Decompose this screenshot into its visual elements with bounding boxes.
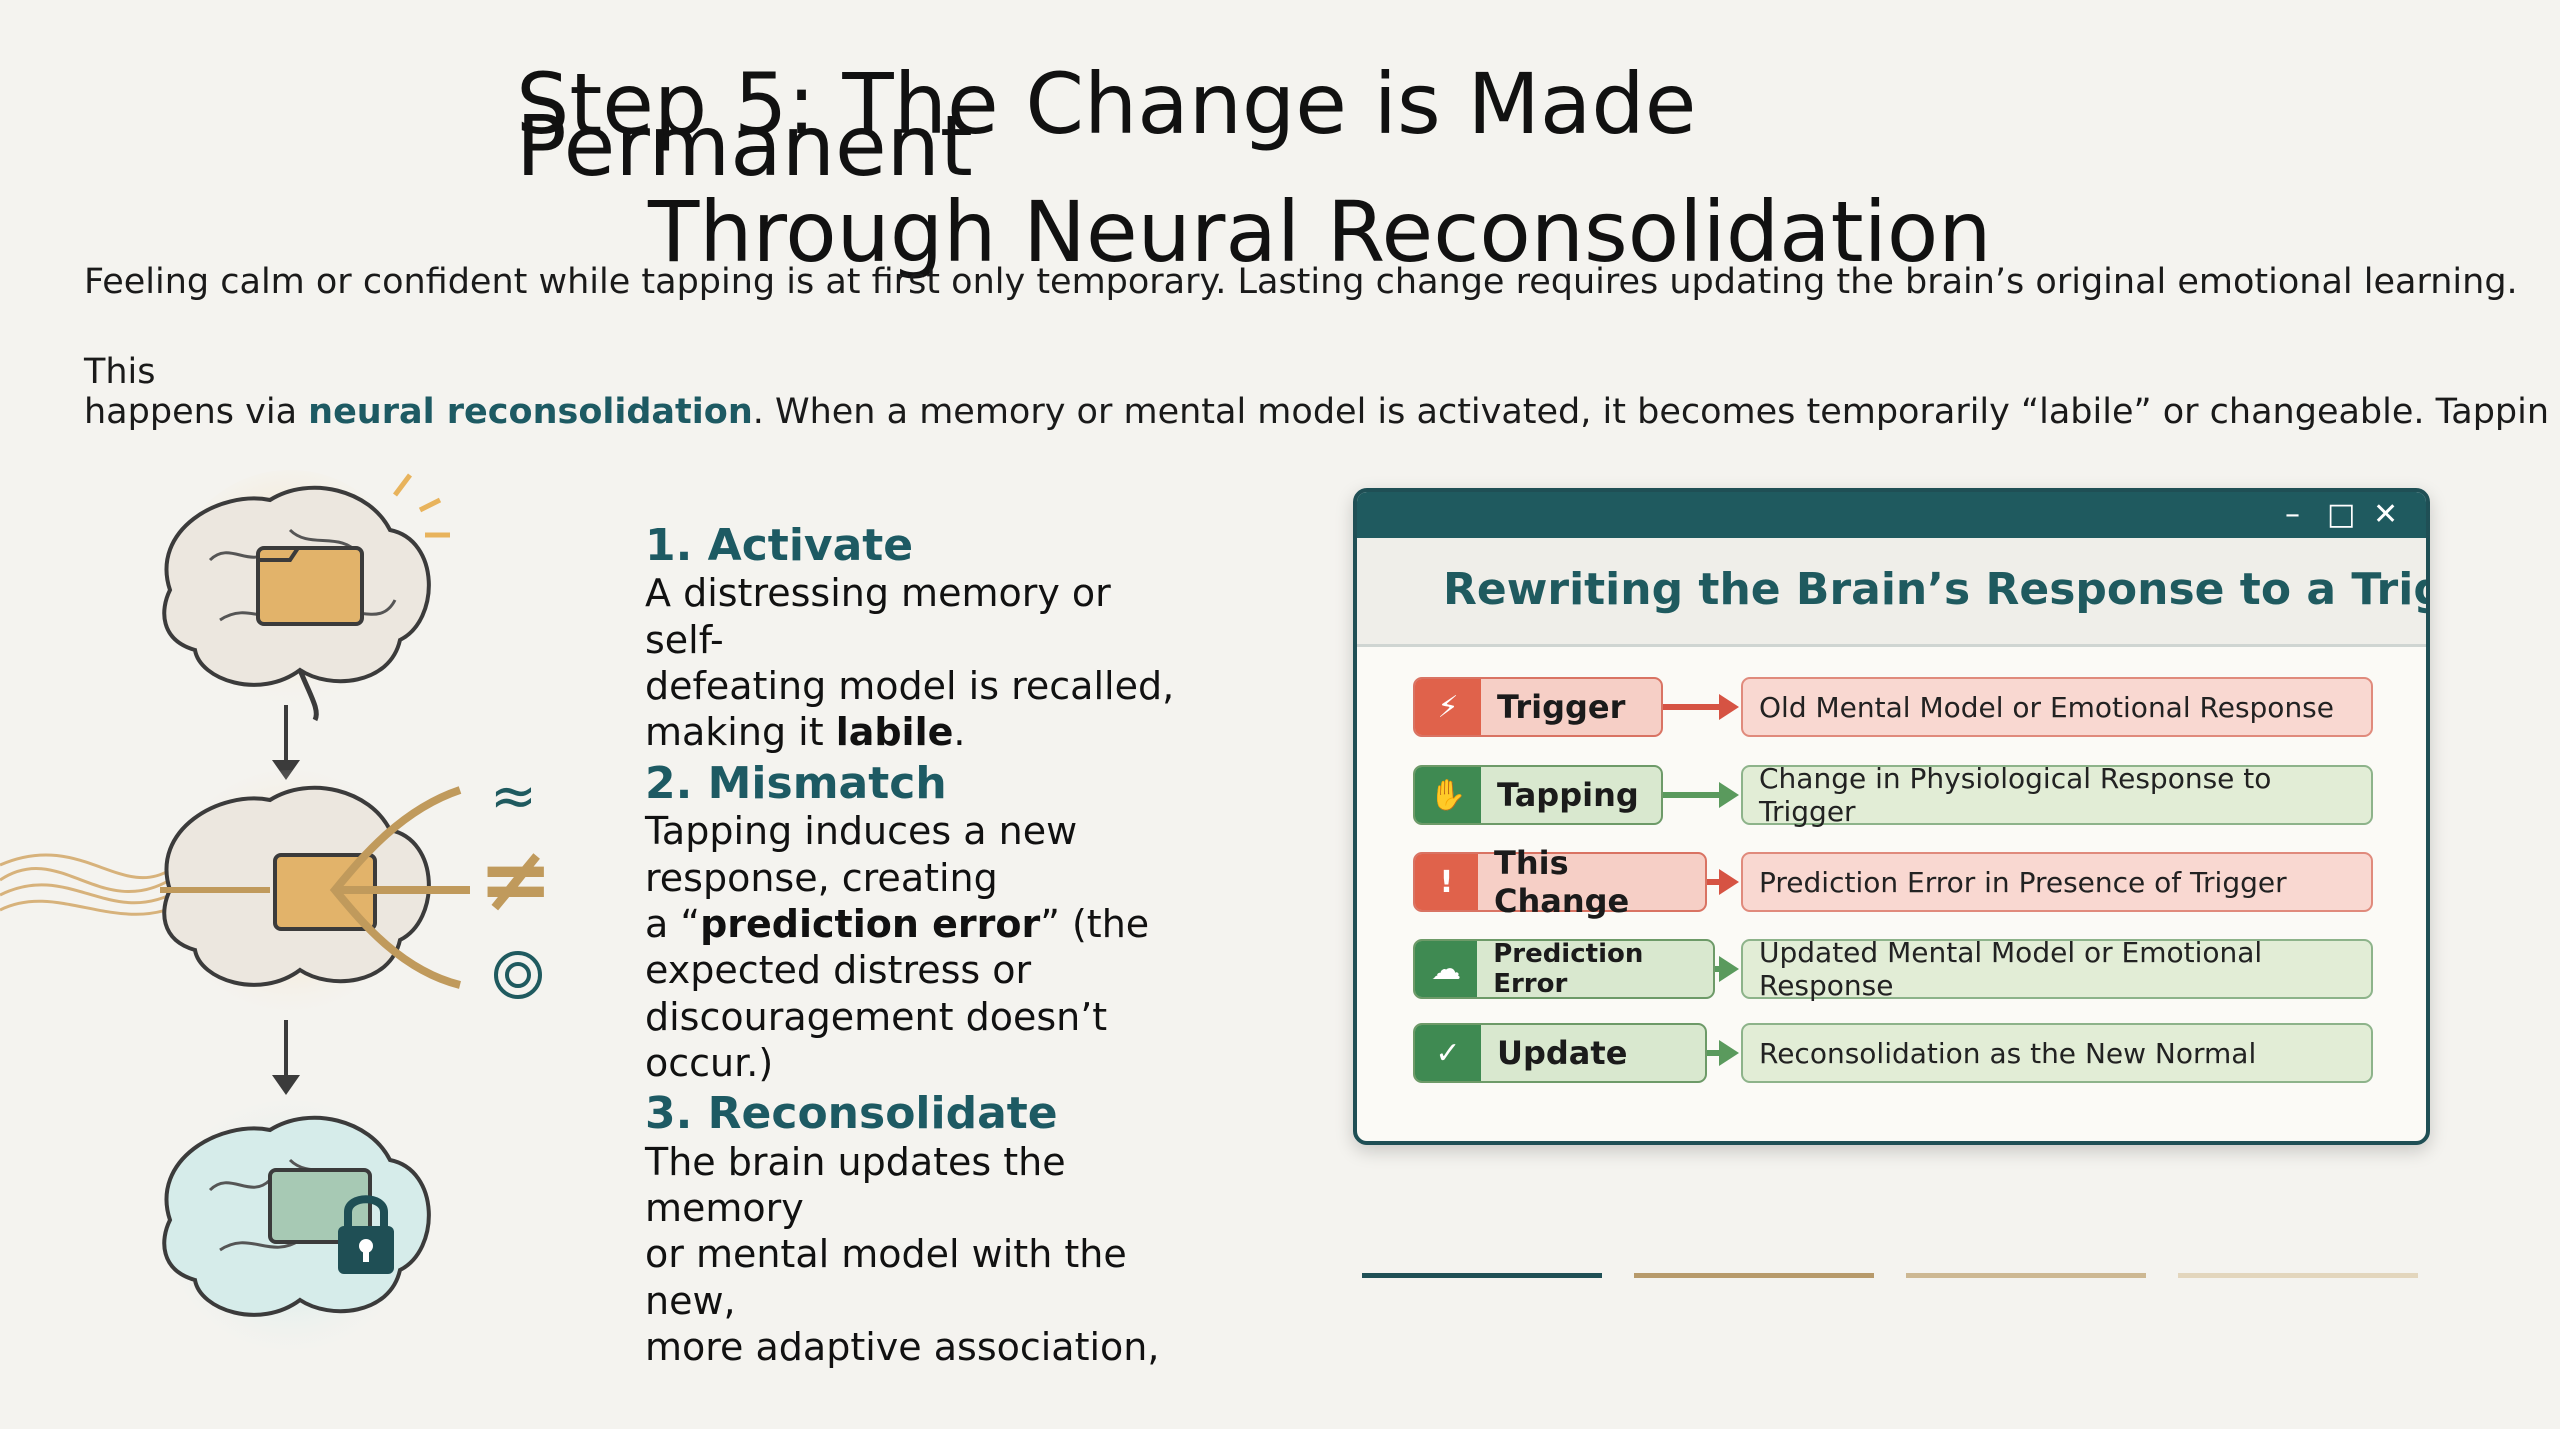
arrow-down-1 [284,705,288,767]
page-title-line-3: Through Neural Reconsolidation [648,183,1992,281]
arrow-right-icon [1719,1040,1739,1066]
arrow-connector [1663,704,1721,710]
flow-result: Old Mental Model or Emotional Response [1741,677,2373,737]
step-text-line: or mental model with the [645,1232,1127,1277]
page-indicator-2[interactable] [1634,1273,1874,1278]
step-text: ” (the [1040,901,1150,946]
arrow-right-icon [1719,956,1739,982]
brain-mismatch-illustration: ≈ ≠ [0,764,570,1034]
intro-line-1: Feeling calm or confident while tapping … [84,262,2518,302]
step-text-line: A distressing memory or [645,571,1111,616]
step-heading: 2. Mismatch [645,757,947,809]
step-heading: 3. Reconsolidate [645,1088,1058,1140]
check-icon: ✓ [1415,1025,1481,1081]
step-text-line: response, creating [645,855,998,900]
page-indicator-1[interactable] [1362,1273,1602,1278]
tapping-hand-icon: ✋ [1415,767,1481,823]
flow-row: ✋ Tapping Change in Physiological Response… [1413,762,2373,829]
lightning-icon: ⚡ [1415,679,1481,735]
intro-text-continued: . When a memory or mental model is activ… [752,392,2550,432]
flow-label: ✋ Tapping [1413,765,1663,825]
response-rewrite-window: – □ ✕ Rewriting the Brain’s Response to … [1353,488,2430,1145]
flow-label-text: Tapping [1497,776,1639,814]
window-header: Rewriting the Brain’s Response to a Trig… [1357,538,2426,647]
close-icon[interactable]: ✕ [2373,497,2399,532]
arrow-connector [1663,792,1721,798]
step-text-line: occur.) [645,1041,774,1086]
brain-icon: ☁ [1415,941,1478,997]
step-text-line: expected distress or [645,948,1032,993]
step-text: a “ [645,901,701,946]
labile-bold: labile [835,710,954,755]
flow-label-text: This Change [1494,844,1630,920]
flow-label-text: Prediction Error [1493,939,1644,999]
flow-row: ! This Change Prediction Error in Presence… [1413,844,2373,920]
flow-label: ☁ Prediction Error [1413,939,1715,999]
minimize-icon[interactable]: – [2285,497,2300,532]
neural-reconsolidation-highlight: neural reconsolidation [308,392,753,432]
arrow-connector [1707,879,1721,885]
window-titlebar: – □ ✕ [1357,492,2426,538]
arrow-right-icon [1719,869,1739,895]
wave-icon: ≈ [490,770,537,829]
intro-line-3: happens via neural reconsolidation. When… [84,392,2549,432]
step-text-line: memory [645,1186,804,1231]
step-text-line: defeating model is recalled, [645,664,1175,709]
step-text-line: new, [645,1278,736,1323]
flow-row: ✓ Update Reconsolidation as the New Normal [1413,1023,2373,1087]
step-text-line: self- [645,617,724,662]
page-title-line-2: Permanent [516,97,973,195]
step-text-line: more adaptive association, [645,1325,1160,1370]
brain-activate-illustration [140,470,460,734]
flow-row: ⚡ Trigger Old Mental Model or Emotional Re… [1413,677,2373,741]
flow-result: Reconsolidation as the New Normal [1741,1023,2373,1083]
flow-label-text: Update [1497,1034,1628,1072]
intro-text: happens via [84,392,309,432]
flow-result: Change in Physiological Response to Trig… [1741,762,2373,828]
arrow-right-icon [1719,782,1739,808]
flow-label: ! This Change [1413,844,1707,920]
step-activate: 1. Activate A distressing memory or self… [645,520,1235,756]
steps-list: 1. Activate A distressing memory or self… [645,520,1235,1371]
window-heading: Rewriting the Brain’s Response to a Trig… [1443,564,2426,615]
arrow-connector [1715,966,1721,972]
flow-label: ✓ Update [1413,1023,1707,1083]
step-text-line: Tapping induces a new [645,809,1078,854]
intro-line-2: This [84,352,156,392]
page-title-line-1: Step 5: The Change is Made [516,55,1697,153]
arrow-down-2 [284,1020,288,1082]
flow-label-text: Trigger [1497,688,1626,726]
flow-label: ⚡ Trigger [1413,677,1663,737]
step-text: . [953,710,966,755]
step-heading: 1. Activate [645,520,914,571]
step-reconsolidate: 3. Reconsolidate The brain updates the m… [645,1088,1235,1370]
alert-icon: ! [1415,854,1478,910]
arrow-connector [1707,1050,1721,1056]
flow-result: Updated Mental Model or Emotional Respon… [1741,936,2373,1002]
step-text: making it [645,710,836,755]
maximize-icon[interactable]: □ [2327,497,2356,532]
step-text-line: discouragement doesn’t [645,994,1108,1039]
step-text-line: The brain updates the [645,1139,1066,1184]
step-text-line: making it labile. [645,709,1235,755]
arrow-right-icon [1719,694,1739,720]
step-mismatch: 2. Mismatch Tapping induces a new respon… [645,757,1235,1087]
arrow-down-2-head [272,1075,300,1095]
brain-reconsolidate-illustration [140,1100,460,1364]
folder-icon [256,546,364,626]
flow-result: Prediction Error in Presence of Trigger [1741,852,2373,912]
step-text-line: a “prediction error” (the [645,901,1235,947]
prediction-error-bold: prediction error [700,901,1041,946]
not-equal-icon: ≠ [478,827,553,932]
page-indicator-4[interactable] [2178,1273,2418,1278]
page-indicator-3[interactable] [1906,1273,2146,1278]
flow-row: ☁ Prediction Error Updated Mental Model or… [1413,936,2373,1003]
spiral-icon [494,951,542,999]
